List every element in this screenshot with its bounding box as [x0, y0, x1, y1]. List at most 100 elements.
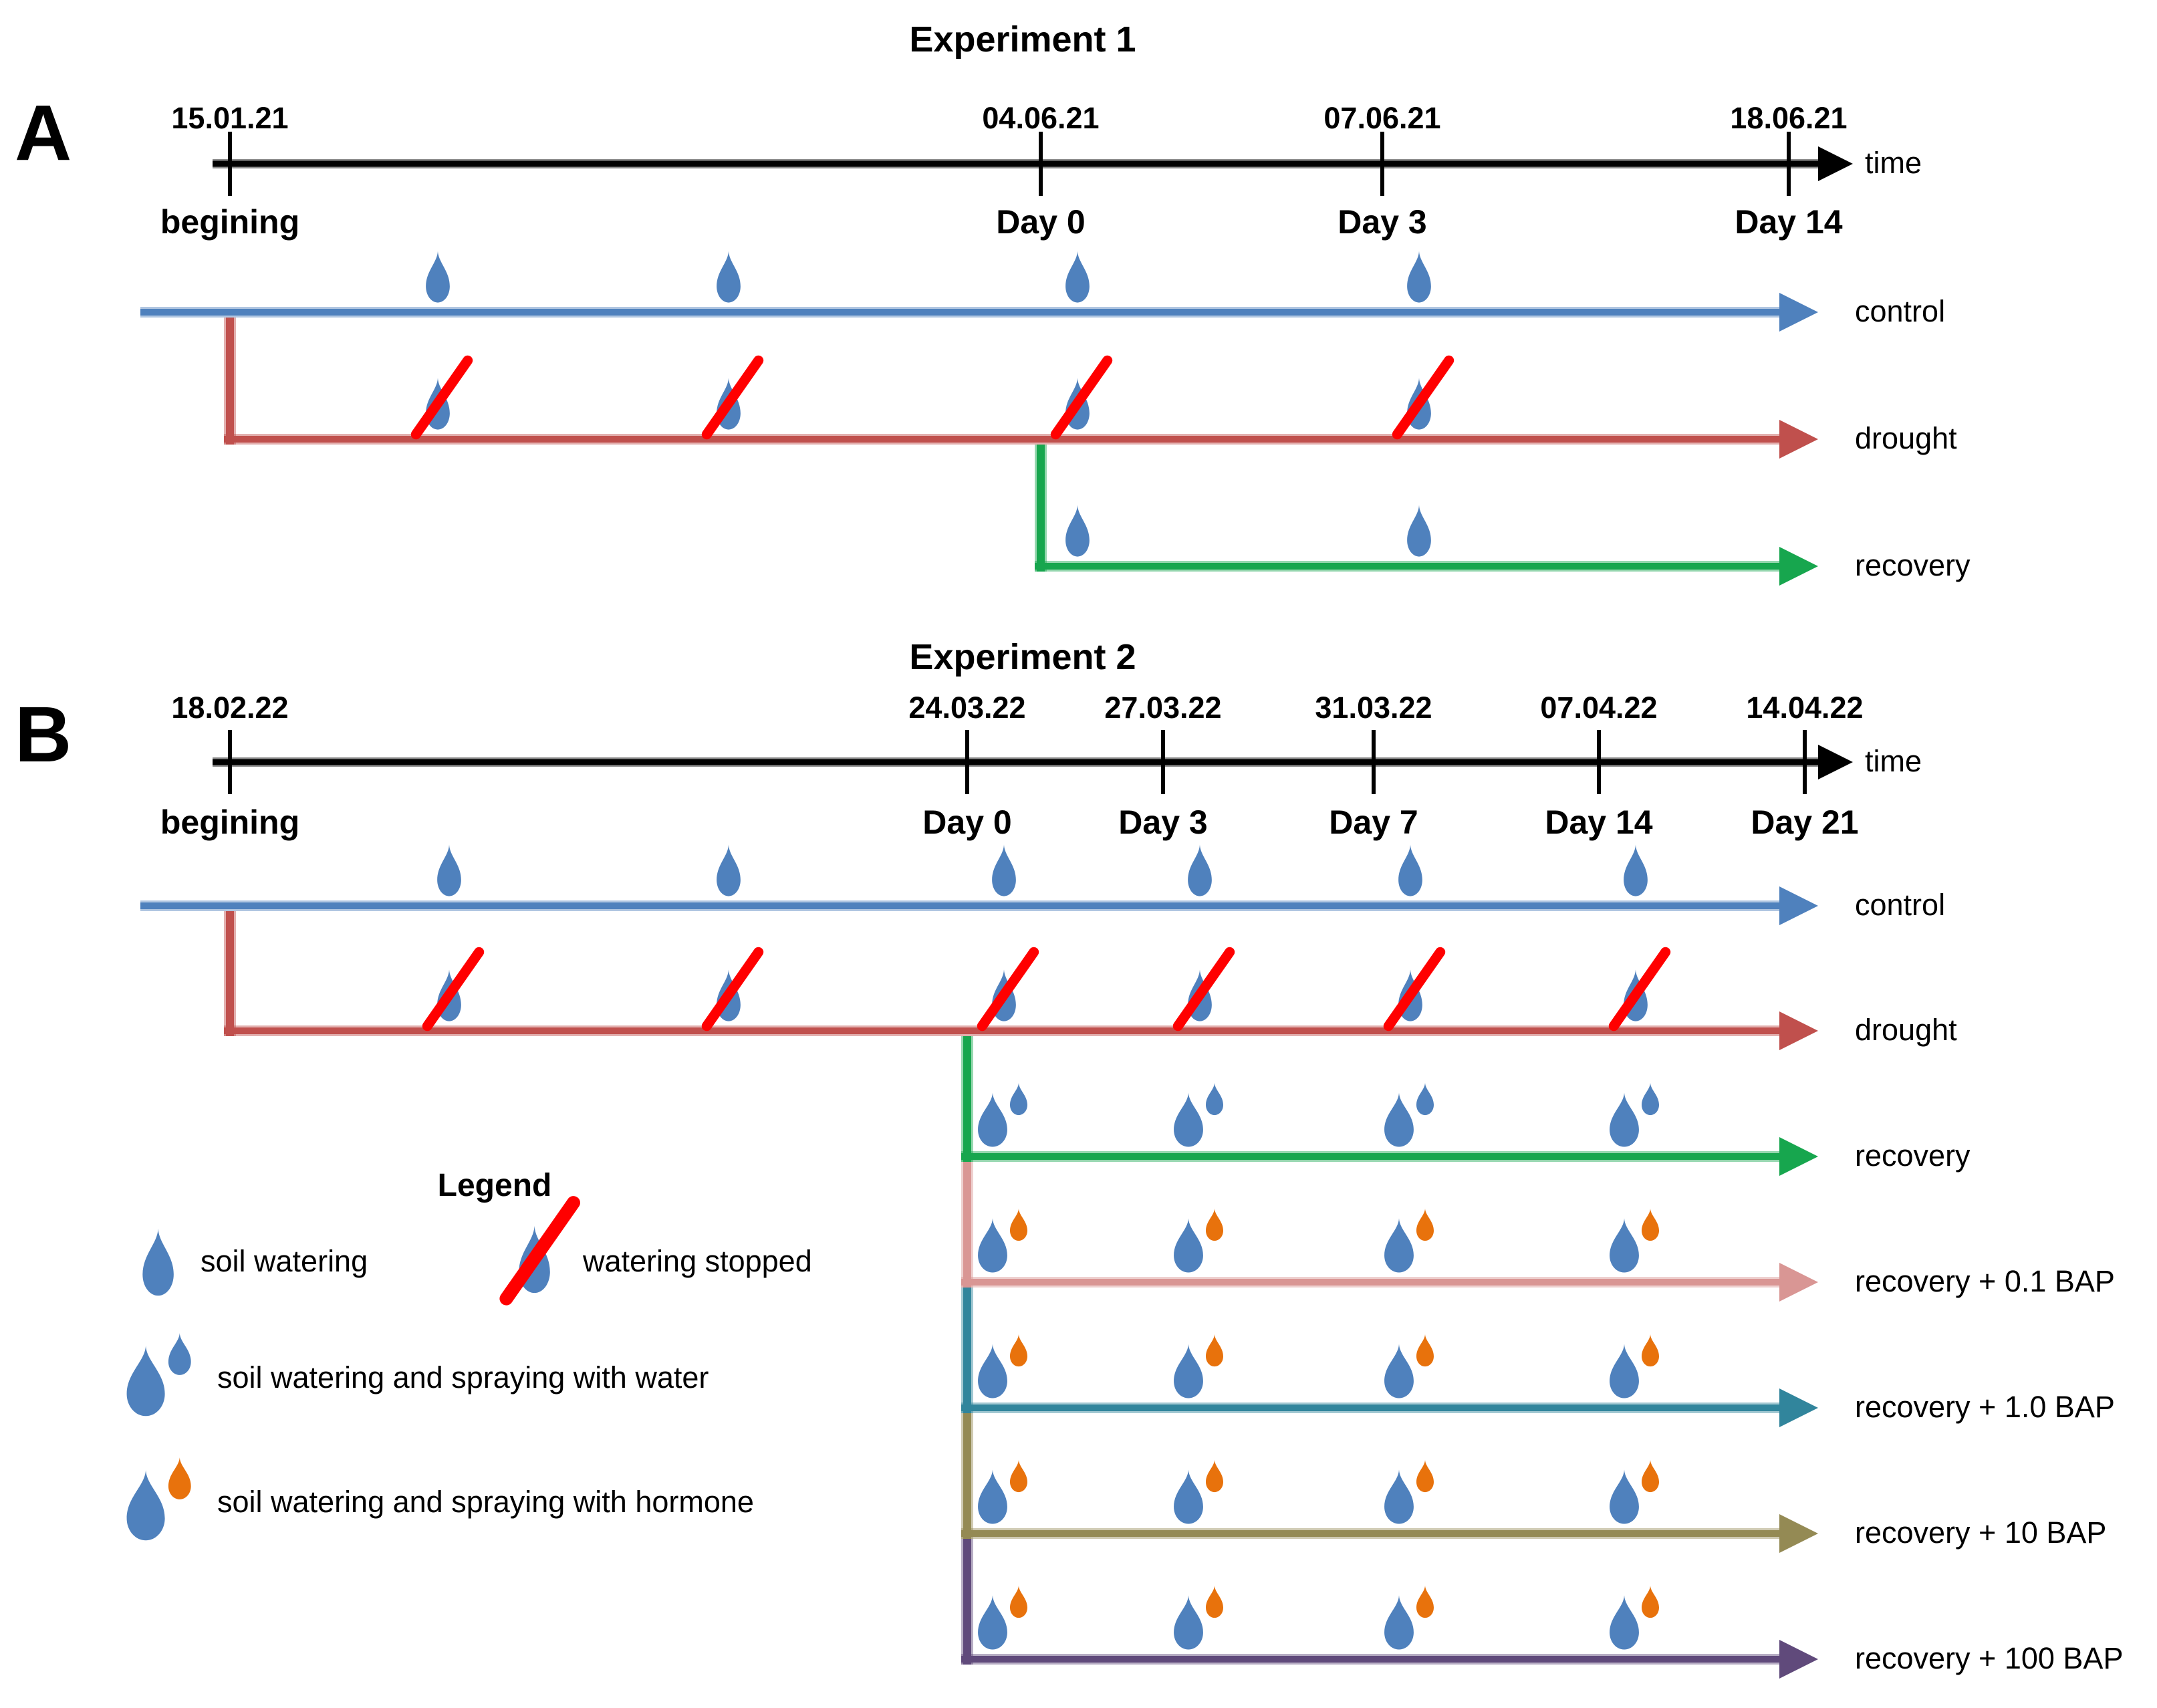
row-label: recovery + 100 BAP — [1855, 1641, 2124, 1675]
drop-shape — [717, 844, 741, 896]
spray-hormone-icon — [1602, 1207, 1669, 1273]
branch-connector — [961, 1539, 973, 1665]
date-label: 24.03.22 — [908, 691, 1026, 725]
timeline-arrowhead — [1818, 146, 1853, 181]
drop-shape — [1642, 1334, 1659, 1367]
small-drop-icon — [1640, 1334, 1661, 1367]
drop-shape — [1610, 1469, 1639, 1524]
row-line — [224, 1025, 1779, 1036]
drop-shape — [168, 1332, 191, 1375]
small-drop-icon — [1414, 1208, 1436, 1241]
row-label: recovery + 0.1 BAP — [1855, 1264, 2115, 1298]
tick-mark — [1597, 730, 1601, 794]
drop-shape — [1610, 1595, 1639, 1650]
spray-hormone-icon — [1377, 1332, 1444, 1399]
small-drop-icon — [1640, 1082, 1661, 1116]
soil-watering-icon — [1621, 844, 1650, 897]
branch-connector — [1035, 445, 1047, 572]
watering-stopped-icon — [699, 945, 766, 1033]
date-label: 27.03.22 — [1104, 691, 1222, 725]
spray-water-icon — [1602, 1081, 1669, 1148]
drop-shape — [437, 844, 461, 896]
drop-shape — [1642, 1082, 1659, 1116]
day-label: Day 0 — [922, 804, 1012, 841]
drop-shape — [1384, 1595, 1414, 1650]
spray-hormone-icon — [1166, 1458, 1233, 1525]
drop-shape — [1642, 1585, 1659, 1618]
drop-shape — [717, 251, 741, 303]
soil-watering-icon — [1063, 250, 1092, 303]
drop-shape — [1398, 844, 1422, 896]
watering-stopped-icon — [1170, 945, 1237, 1033]
watering-stopped-icon — [408, 353, 475, 441]
timeline-arrowhead — [1818, 745, 1853, 779]
big-drop-icon — [1606, 1092, 1642, 1148]
date-label: 31.03.22 — [1315, 691, 1432, 725]
spray-hormone-icon — [1377, 1458, 1444, 1525]
big-drop-icon — [122, 1344, 169, 1417]
drop-shape — [168, 1457, 191, 1499]
row-label: recovery + 10 BAP — [1855, 1515, 2107, 1550]
small-drop-icon — [166, 1457, 194, 1500]
row-line — [961, 1151, 1779, 1162]
row-arrowhead — [1779, 420, 1818, 459]
branch-connector — [961, 1036, 973, 1162]
branch-connector — [961, 1288, 973, 1413]
drop-shape — [1416, 1459, 1434, 1493]
drop-shape — [992, 844, 1016, 896]
soil-watering-icon — [423, 250, 453, 303]
legend-item-label: soil watering and spraying with water — [217, 1360, 709, 1394]
small-drop-icon — [1008, 1585, 1029, 1618]
date-label: 14.04.22 — [1746, 691, 1864, 725]
drop-shape — [1174, 1344, 1203, 1398]
tick-mark — [1372, 730, 1376, 794]
small-drop-icon — [1204, 1208, 1225, 1241]
drop-shape — [1188, 844, 1212, 896]
big-drop-icon — [975, 1092, 1011, 1148]
drop-shape — [426, 251, 450, 303]
soil-watering-icon — [139, 1227, 177, 1297]
soil-watering-icon — [1404, 250, 1434, 303]
tick-mark — [965, 730, 969, 794]
row-arrowhead — [1779, 293, 1818, 332]
drop-shape — [1610, 1218, 1639, 1273]
big-drop-icon — [1381, 1343, 1417, 1399]
spray-hormone-icon — [1166, 1332, 1233, 1399]
big-drop-icon — [1606, 1217, 1642, 1273]
small-drop-icon — [1008, 1082, 1029, 1116]
row-arrowhead — [1779, 886, 1818, 925]
soil-watering-icon — [714, 250, 743, 303]
row-line — [961, 1402, 1779, 1413]
branch-connector — [961, 1162, 973, 1288]
drop-shape — [978, 1469, 1007, 1524]
drop-shape — [1010, 1208, 1027, 1241]
day-label: Day 0 — [996, 203, 1086, 241]
big-drop-icon — [1381, 1594, 1417, 1651]
big-drop-icon — [975, 1469, 1011, 1525]
watering-stopped-icon — [1381, 945, 1448, 1033]
tick-mark — [1161, 730, 1165, 794]
drop-shape — [1624, 844, 1648, 896]
drop-shape — [1384, 1344, 1414, 1398]
panel-title-experiment-1: Experiment 1 — [909, 19, 1136, 59]
row-label: control — [1855, 294, 1946, 328]
tick-mark — [1803, 730, 1807, 794]
watering-stopped-icon — [1606, 945, 1673, 1033]
drop-shape — [126, 1469, 165, 1541]
spray-hormone-icon — [971, 1207, 1037, 1273]
drop-shape — [1010, 1459, 1027, 1493]
drop-shape — [1416, 1334, 1434, 1367]
drop-shape — [1174, 1218, 1203, 1273]
drop-shape — [1010, 1082, 1027, 1116]
big-drop-icon — [975, 1343, 1011, 1399]
row-arrowhead — [1779, 1011, 1818, 1050]
spray-water-icon — [1377, 1081, 1444, 1148]
drop-shape — [1206, 1459, 1223, 1493]
big-drop-icon — [1170, 1594, 1207, 1651]
date-label: 04.06.21 — [982, 101, 1100, 135]
drop-shape — [1610, 1344, 1639, 1398]
drop-shape — [1610, 1092, 1639, 1147]
row-label: drought — [1855, 421, 1957, 455]
drop-shape — [126, 1345, 165, 1417]
